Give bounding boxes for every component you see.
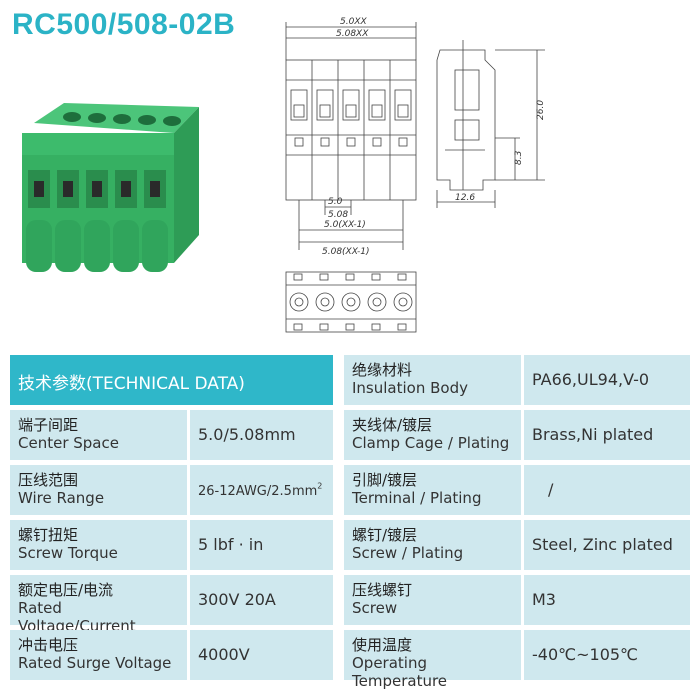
label-en: Wire Range xyxy=(18,489,105,507)
label-cn: 螺钉扭矩 xyxy=(18,526,79,544)
label-en: Screw xyxy=(352,599,398,617)
label-en: Insulation Body xyxy=(352,379,468,397)
value-center-space: 5.0/5.08mm xyxy=(198,425,296,444)
technical-data-table: 技术参数(TECHNICAL DATA) 端子间距 Center Space 5… xyxy=(10,355,690,690)
label-cn: 冲击电压 xyxy=(18,636,79,654)
label-cn: 绝缘材料 xyxy=(352,361,413,379)
dim-height-lower: 8.3 xyxy=(514,150,524,165)
label-cn: 压线范围 xyxy=(18,471,79,489)
label-cn: 螺钉/镀层 xyxy=(352,526,418,544)
row-label: 使用温度 Operating Temperature xyxy=(344,630,521,690)
label-cn: 额定电压/电流 xyxy=(18,581,114,599)
label-cn: 引脚/镀层 xyxy=(352,471,418,489)
row-value: Brass,Ni plated xyxy=(524,410,690,460)
dim-height-total: 26.0 xyxy=(536,100,546,120)
label-en: Operating Temperature xyxy=(352,654,448,690)
row-value: 5.0/5.08mm xyxy=(190,410,333,460)
row-label: 引脚/镀层 Terminal / Plating xyxy=(344,465,521,515)
value-rated-voltage: 300V 20A xyxy=(198,590,276,609)
label-en: Screw / Plating xyxy=(352,544,464,562)
row-label: 额定电压/电流 Rated Voltage/Current xyxy=(10,575,187,635)
label-en: Terminal / Plating xyxy=(352,489,482,507)
row-label: 绝缘材料 Insulation Body xyxy=(344,355,521,405)
label-en: Screw Torque xyxy=(18,544,118,562)
label-en: Clamp Cage / Plating xyxy=(352,434,510,452)
dim-top-1: 5.0XX xyxy=(340,17,367,27)
row-label: 螺钉/镀层 Screw / Plating xyxy=(344,520,521,570)
value-terminal: / xyxy=(548,480,554,499)
dim-pitch-1: 5.0 xyxy=(328,197,343,207)
value-insulation: PA66,UL94,V-0 xyxy=(532,370,650,389)
value-screw-torque: 5 lbf · in xyxy=(198,535,264,554)
table-header: 技术参数(TECHNICAL DATA) xyxy=(10,355,333,405)
row-value: / xyxy=(524,465,690,515)
row-value: -40℃~105℃ xyxy=(524,630,690,680)
label-cn: 端子间距 xyxy=(18,416,79,434)
dim-top-2: 5.08XX xyxy=(336,29,369,39)
row-value: 26-12AWG/2.5mm2 xyxy=(190,465,333,515)
value-operating-temp: -40℃~105℃ xyxy=(532,645,639,664)
front-drawing: 5.0XX 5.08XX 5.0 5.08 5.0(XX-1) 5.08(XX-… xyxy=(285,17,417,333)
value-screw-plating: Steel, Zinc plated xyxy=(532,535,673,554)
label-cn: 夹线体/镀层 xyxy=(352,416,433,434)
label-en: Center Space xyxy=(18,434,119,452)
dim-width-side: 12.6 xyxy=(455,193,475,203)
row-label: 端子间距 Center Space xyxy=(10,410,187,460)
dim-span-1: 5.0(XX-1) xyxy=(324,220,366,230)
value-wire-range: 26-12AWG/2.5mm xyxy=(198,484,318,499)
dim-span-2: 5.08(XX-1) xyxy=(322,247,370,257)
label-cn: 压线螺钉 xyxy=(352,581,413,599)
product-title: RC500/508-02B xyxy=(12,8,236,41)
value-clamp-cage: Brass,Ni plated xyxy=(532,425,654,444)
dim-pitch-2: 5.08 xyxy=(328,210,348,220)
row-value: 300V 20A xyxy=(190,575,333,625)
row-value: 5 lbf · in xyxy=(190,520,333,570)
row-label: 夹线体/镀层 Clamp Cage / Plating xyxy=(344,410,521,460)
row-value: PA66,UL94,V-0 xyxy=(524,355,690,405)
value-sup: 2 xyxy=(317,481,323,491)
side-drawing: 26.0 8.3 12.6 xyxy=(436,40,546,208)
row-label: 压线螺钉 Screw xyxy=(344,575,521,625)
product-photo xyxy=(22,103,199,272)
row-value: Steel, Zinc plated xyxy=(524,520,690,570)
label-en: Rated Surge Voltage xyxy=(18,654,172,672)
row-label: 冲击电压 Rated Surge Voltage xyxy=(10,630,187,680)
row-value: M3 xyxy=(524,575,690,625)
row-value: 4000V xyxy=(190,630,333,680)
row-label: 螺钉扭矩 Screw Torque xyxy=(10,520,187,570)
value-surge-voltage: 4000V xyxy=(198,645,250,664)
row-label: 压线范围 Wire Range xyxy=(10,465,187,515)
label-cn: 使用温度 xyxy=(352,636,413,654)
value-screw: M3 xyxy=(532,590,556,609)
